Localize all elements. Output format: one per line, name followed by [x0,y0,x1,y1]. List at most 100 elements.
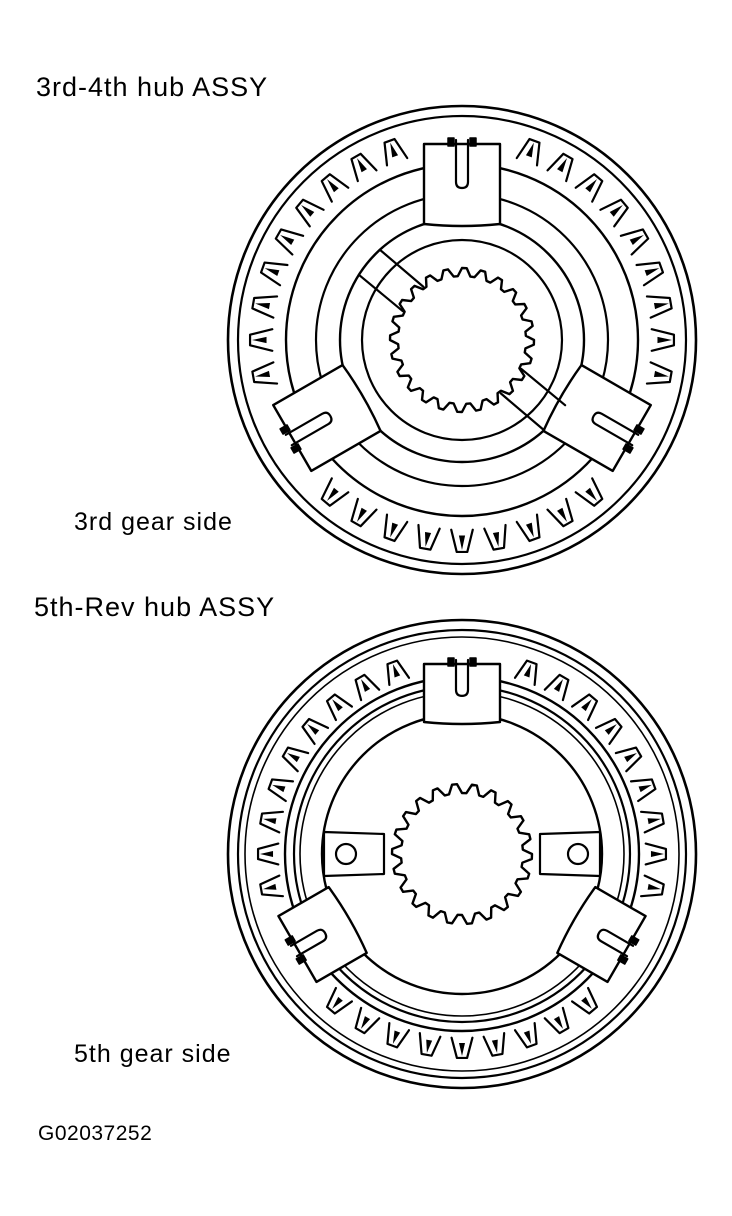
bar-hole [334,842,358,866]
tooth-shade [255,370,271,378]
key-notch [447,657,455,667]
dog-tooth [417,523,441,551]
dog-tooth [259,810,284,834]
dog-tooth [259,261,289,287]
tooth-shade [357,158,367,173]
bar-left [322,830,386,878]
key-notch [295,954,307,965]
dog-tooth [259,874,284,898]
key-spring-icon [591,411,640,447]
web-line-lower [520,367,567,407]
dog-tooth [386,1021,411,1049]
key-spring-icon [454,658,470,697]
figure-code: G02037252 [38,1122,153,1145]
key-spring-icon [289,928,328,958]
tooth-shade [361,679,371,692]
bar-hole [566,842,590,866]
tooth-shade [252,336,267,344]
shift-key-top [422,657,502,726]
tooth-shade [624,753,637,763]
tooth-shade [327,487,339,501]
dog-tooth [645,295,673,319]
tooth-shade [553,679,563,692]
tooth-shade [585,487,597,501]
tooth-shade [255,302,271,310]
key-notch [279,424,291,435]
key-spring-icon [596,928,635,958]
key-notch [447,137,455,147]
hub-boss [360,238,564,442]
tooth-shade [458,535,466,550]
tooth-shade [491,1039,498,1053]
dog-tooth [515,137,541,167]
dog-tooth [350,152,378,183]
dog-tooth [301,717,330,746]
tooth-shade [653,302,669,310]
tooth-shade [581,996,592,1009]
tooth-shade [287,753,300,763]
key-notch [469,137,477,147]
tooth-shade [609,205,623,217]
hub-title-5th-rev: 5th-Rev hub ASSY [34,592,276,622]
tooth-shade [458,1042,466,1056]
dog-tooth [650,328,676,352]
key-block [277,885,368,984]
tooth-shade [272,784,286,793]
tooth-shade [581,699,592,712]
hub-3rd-4th-drawing [226,104,698,576]
key-spring-icon [284,411,333,447]
web-line-upper [357,273,404,313]
tooth-shade [525,142,534,158]
tooth-shade [604,724,617,735]
tooth-shade [553,1016,563,1029]
dog-tooth [383,513,409,543]
tooth-shade [492,531,500,547]
dog-tooth [619,228,650,256]
dog-tooth [574,477,604,507]
tooth-shade [332,699,343,712]
dog-tooth [325,693,354,722]
dog-tooth [248,328,274,352]
dog-teeth-ring [248,137,676,554]
tooth-shade [638,784,652,793]
tooth-shade [650,850,664,858]
dog-tooth [320,477,350,507]
web-line-lower [499,392,546,432]
dog-tooth [267,778,295,803]
tooth-shade [263,883,277,890]
dog-teeth-ring [256,659,668,1060]
shift-key-left [277,885,368,984]
key-block [422,142,502,228]
dog-tooth [513,659,538,687]
tooth-shade [390,142,399,158]
dog-tooth [543,673,570,702]
dog-tooth [295,198,325,228]
dog-tooth [274,228,305,256]
tooth-shade [657,336,672,344]
dog-tooth [251,295,279,319]
key-body [556,885,647,984]
tooth-shade [557,158,567,173]
key-notch [290,443,302,454]
dog-tooth [483,523,507,551]
dog-tooth [644,842,668,866]
key-block [556,885,647,984]
dog-tooth [594,717,623,746]
tooth-shade [523,1030,532,1044]
web-line-upper [378,248,425,288]
dog-tooth [513,1021,538,1049]
tooth-shade [301,205,315,217]
dog-tooth [386,659,411,687]
key-block [272,363,382,473]
dog-tooth [354,673,381,702]
shift-key-right [542,363,652,473]
dog-tooth [383,137,409,167]
dog-tooth [640,874,665,898]
dog-tooth [574,173,604,203]
dog-tooth [482,1032,506,1057]
dog-tooth [543,1006,570,1035]
tooth-shade [653,370,669,378]
dog-tooth [450,1036,474,1060]
dog-tooth [546,497,574,528]
